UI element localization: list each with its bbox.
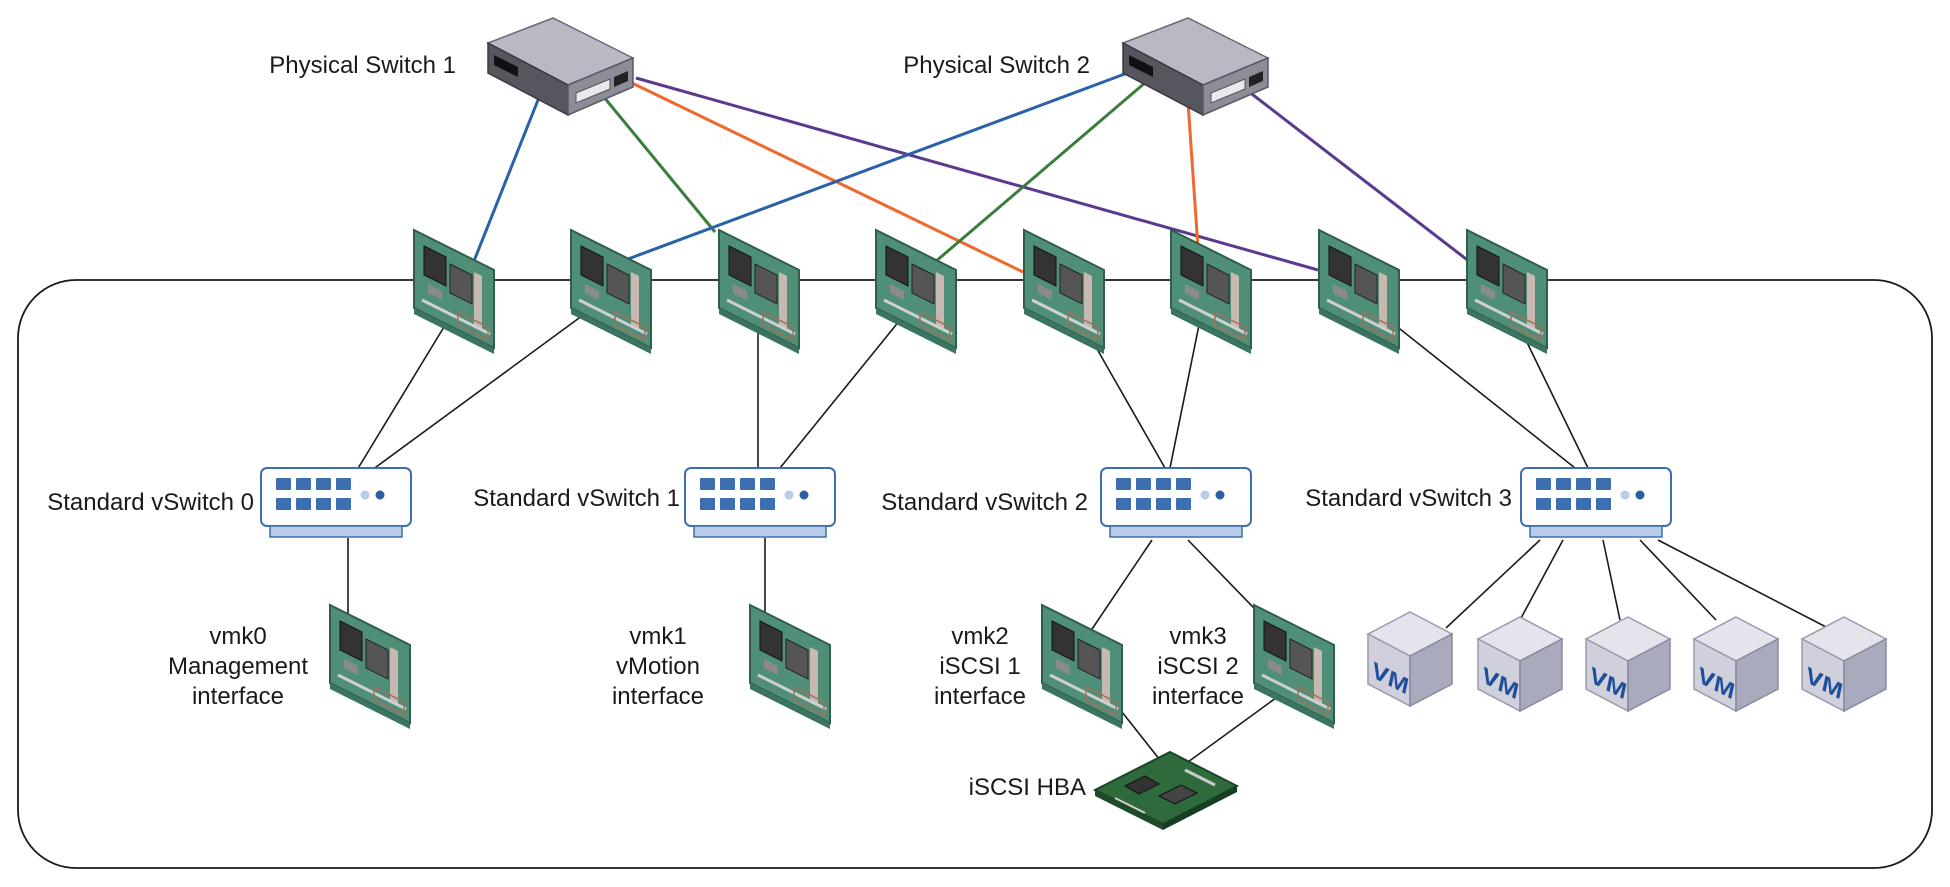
physical-switch-2-label: Physical Switch 2 [903, 52, 1090, 79]
uplink-nic-icon [1022, 228, 1106, 356]
vmk0-label: vmk0 Management interface [148, 622, 328, 712]
vswitch-3-label: Standard vSwitch 3 [1305, 485, 1512, 512]
vswitch-0-label: Standard vSwitch 0 [47, 489, 254, 516]
vmk3-label: vmk3 iSCSI 2 interface [1128, 622, 1268, 712]
uplink-purple-2 [1243, 86, 1471, 264]
uplink-nic-icon [717, 228, 801, 356]
esxi-host-boundary [17, 279, 1933, 869]
vm-3: VM [1585, 616, 1671, 712]
vswitch-1-label: Standard vSwitch 1 [473, 485, 680, 512]
vmk2-nic-icon [1040, 603, 1124, 731]
physical-switch-1-label: Physical Switch 1 [269, 52, 456, 79]
vmk3-role: iSCSI 2 [1157, 653, 1239, 680]
uplink-nic-icon [1317, 228, 1401, 356]
vmk1-nic-icon [748, 603, 832, 731]
vswitch-1-icon [684, 467, 836, 538]
internal-links [347, 309, 1829, 763]
physical-uplinks [470, 70, 1471, 274]
vm-2: VM [1477, 616, 1563, 712]
vm-1: VM [1367, 611, 1453, 707]
uplink-orange-2 [1186, 101, 1200, 249]
vmk3-name: vmk3 [1169, 623, 1227, 650]
uplink-blue-1 [470, 94, 542, 267]
vmk2-suffix: interface [933, 683, 1027, 710]
vswitch-3-icon [1520, 467, 1672, 538]
uplink-orange-1 [629, 80, 1024, 274]
uplink-green-1 [601, 95, 717, 233]
vmk1-name: vmk1 [629, 623, 687, 650]
uplink-purple-1 [635, 76, 1319, 272]
vmk1-label: vmk1 vMotion interface [568, 622, 748, 712]
physical-switch-1-icon [487, 17, 634, 116]
vmk0-nic-icon [328, 603, 412, 731]
iscsi-hba-label: iSCSI HBA [968, 774, 1086, 801]
vswitch-0-icon [260, 467, 412, 538]
uplink-green-2 [927, 80, 1147, 270]
physical-switch-2-icon [1122, 17, 1269, 116]
vmk1-role: vMotion [615, 653, 701, 680]
vm-5: VM [1801, 616, 1887, 712]
uplink-blue-2 [619, 70, 1131, 264]
vm-4: VM [1693, 616, 1779, 712]
vmk2-label: vmk2 iSCSI 1 interface [910, 622, 1050, 712]
vmk0-name: vmk0 [209, 623, 267, 650]
uplink-nic-icon [1465, 228, 1549, 356]
vmk3-suffix: interface [1151, 683, 1245, 710]
vmk2-name: vmk2 [951, 623, 1009, 650]
vmk0-suffix: interface [191, 683, 285, 710]
iscsi-hba-icon [1093, 750, 1239, 832]
vmk2-role: iSCSI 1 [939, 653, 1021, 680]
uplink-nic-icon [412, 228, 496, 356]
vmk0-role: Management [167, 653, 309, 680]
vmk1-suffix: interface [611, 683, 705, 710]
uplink-nic-icon [569, 228, 653, 356]
vswitch-2-icon [1100, 467, 1252, 538]
vswitch-2-label: Standard vSwitch 2 [881, 489, 1088, 516]
